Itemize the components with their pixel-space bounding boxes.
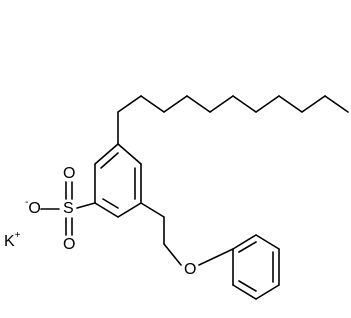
phenyl-bond-2 [232, 284, 257, 300]
chain-bond-4 [163, 95, 188, 113]
ring-double-bond-inner-2 [102, 198, 119, 209]
bond-ether-oxygen-right [198, 248, 234, 266]
ring-bond-c1-c2 [94, 143, 119, 165]
ring-bond-c4-c5 [117, 202, 142, 218]
bond-ring-to-ether-oxygen [140, 202, 165, 218]
ring-bond-c3-c4 [94, 202, 119, 218]
atom-oxygen-top: O [63, 165, 76, 182]
potassium-charge: + [14, 230, 21, 241]
sulfonate-group [40, 181, 96, 236]
chain-bond-11 [324, 95, 349, 113]
chain-bond-8 [255, 95, 280, 113]
chain-bond-7 [232, 95, 257, 113]
atom-oxygen-ether: O [184, 261, 197, 278]
phenyl-bond-3 [255, 284, 280, 300]
phenyl-double-bond-inner-2 [238, 280, 257, 292]
anion-charge: - [25, 197, 29, 208]
ether-linkage [140, 202, 234, 266]
chain-bond-5 [186, 95, 211, 113]
central-benzene-ring [94, 143, 142, 218]
ring-double-bond-inner-1 [100, 152, 119, 169]
bond-ether-oxygen-left [163, 243, 182, 266]
phenyl-double-bond-inner-1 [238, 241, 257, 253]
atom-oxygen-anion: -O [25, 198, 41, 217]
atom-sulfur: S [63, 200, 74, 217]
chain-bond-3 [140, 95, 165, 113]
phenyl-ring [232, 234, 280, 300]
chain-bond-9 [278, 95, 303, 113]
bond-ring-to-sulfur [76, 202, 96, 209]
potassium-ion: K+ [4, 231, 21, 250]
nonyl-chain [117, 95, 349, 145]
potassium-symbol: K [4, 233, 15, 250]
anion-oxygen-letter: O [28, 200, 41, 217]
phenyl-bond-5 [255, 234, 280, 250]
ring-bond-c6-c1 [117, 143, 142, 165]
chain-bond-6 [209, 95, 234, 113]
atom-oxygen-bottom: O [63, 236, 76, 253]
chain-bond-10 [301, 95, 326, 113]
phenyl-bond-6 [232, 234, 257, 250]
chain-bond-2 [117, 95, 142, 113]
